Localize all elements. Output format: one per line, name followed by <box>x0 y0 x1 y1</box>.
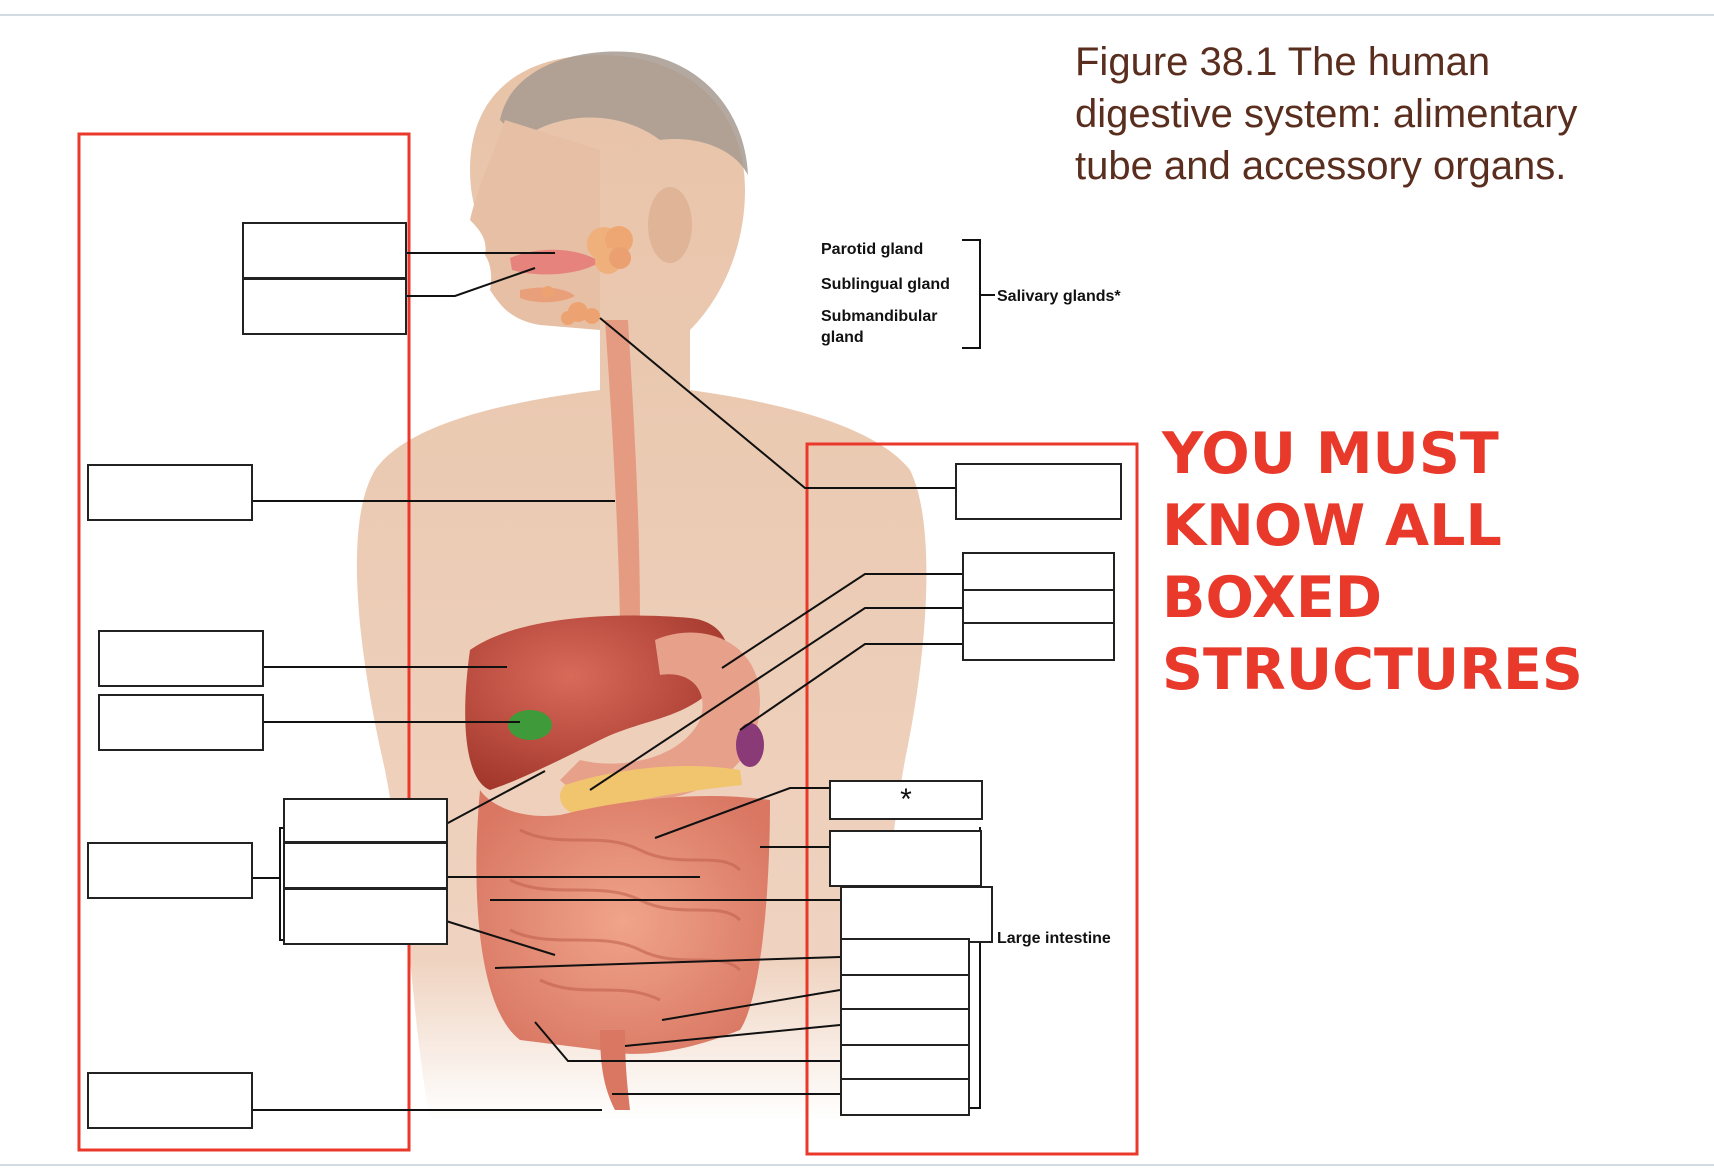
warning-line: BOXED <box>1162 562 1682 634</box>
blank-box-pancreas[interactable] <box>962 589 1115 624</box>
label-parotid-gland: Parotid gland <box>821 240 923 259</box>
warning-text: YOU MUST KNOW ALL BOXED STRUCTURES <box>1162 418 1682 706</box>
blank-box-descending-colon[interactable] <box>840 1008 970 1046</box>
warning-line: YOU MUST <box>1162 418 1682 490</box>
blank-box-jejunum[interactable] <box>283 842 448 889</box>
blank-box-cecum[interactable] <box>840 974 970 1010</box>
bottom-divider <box>0 1164 1714 1166</box>
blank-box-small-intestine[interactable] <box>87 842 253 899</box>
blank-box-anus[interactable] <box>87 1072 253 1129</box>
blank-box-spleen[interactable] <box>962 622 1115 661</box>
label-sublingual-gland: Sublingual gland <box>821 275 950 294</box>
figure-caption: Figure 38.1 The human digestive system: … <box>1075 36 1675 192</box>
label-large-intestine: Large intestine <box>997 929 1111 948</box>
blank-box-liver[interactable] <box>98 630 264 687</box>
blank-box-esophagus[interactable] <box>87 464 253 521</box>
caption-line: digestive system: alimentary <box>1075 88 1675 140</box>
blank-box-duodenum[interactable] <box>283 798 448 843</box>
warning-line: STRUCTURES <box>1162 634 1682 706</box>
blank-box-stomach[interactable] <box>962 552 1115 591</box>
label-salivary-glands: Salivary glands* <box>997 287 1121 306</box>
blank-box-ileum[interactable] <box>283 888 448 945</box>
blank-box-pharynx[interactable] <box>955 463 1122 520</box>
blank-box-rectum[interactable] <box>840 1078 970 1116</box>
blank-box-asterisk[interactable]: * <box>829 780 983 820</box>
warning-line: KNOW ALL <box>1162 490 1682 562</box>
blank-box-ascending-colon[interactable] <box>840 938 970 976</box>
blank-box-transverse-colon[interactable] <box>829 830 982 887</box>
caption-line: tube and accessory organs. <box>1075 140 1675 192</box>
caption-line: Figure 38.1 The human <box>1075 36 1675 88</box>
blank-box-tongue[interactable] <box>242 278 407 335</box>
blank-box-oral-cavity[interactable] <box>242 222 407 279</box>
blank-box-gallbladder[interactable] <box>98 694 264 751</box>
gallbladder-illustration <box>508 710 552 740</box>
label-submandibular-gland-line2: gland <box>821 328 864 347</box>
blank-box-appendix[interactable] <box>840 1044 970 1080</box>
label-submandibular-gland-line1: Submandibular <box>821 307 937 326</box>
blank-box-large-intestine[interactable] <box>840 886 993 943</box>
